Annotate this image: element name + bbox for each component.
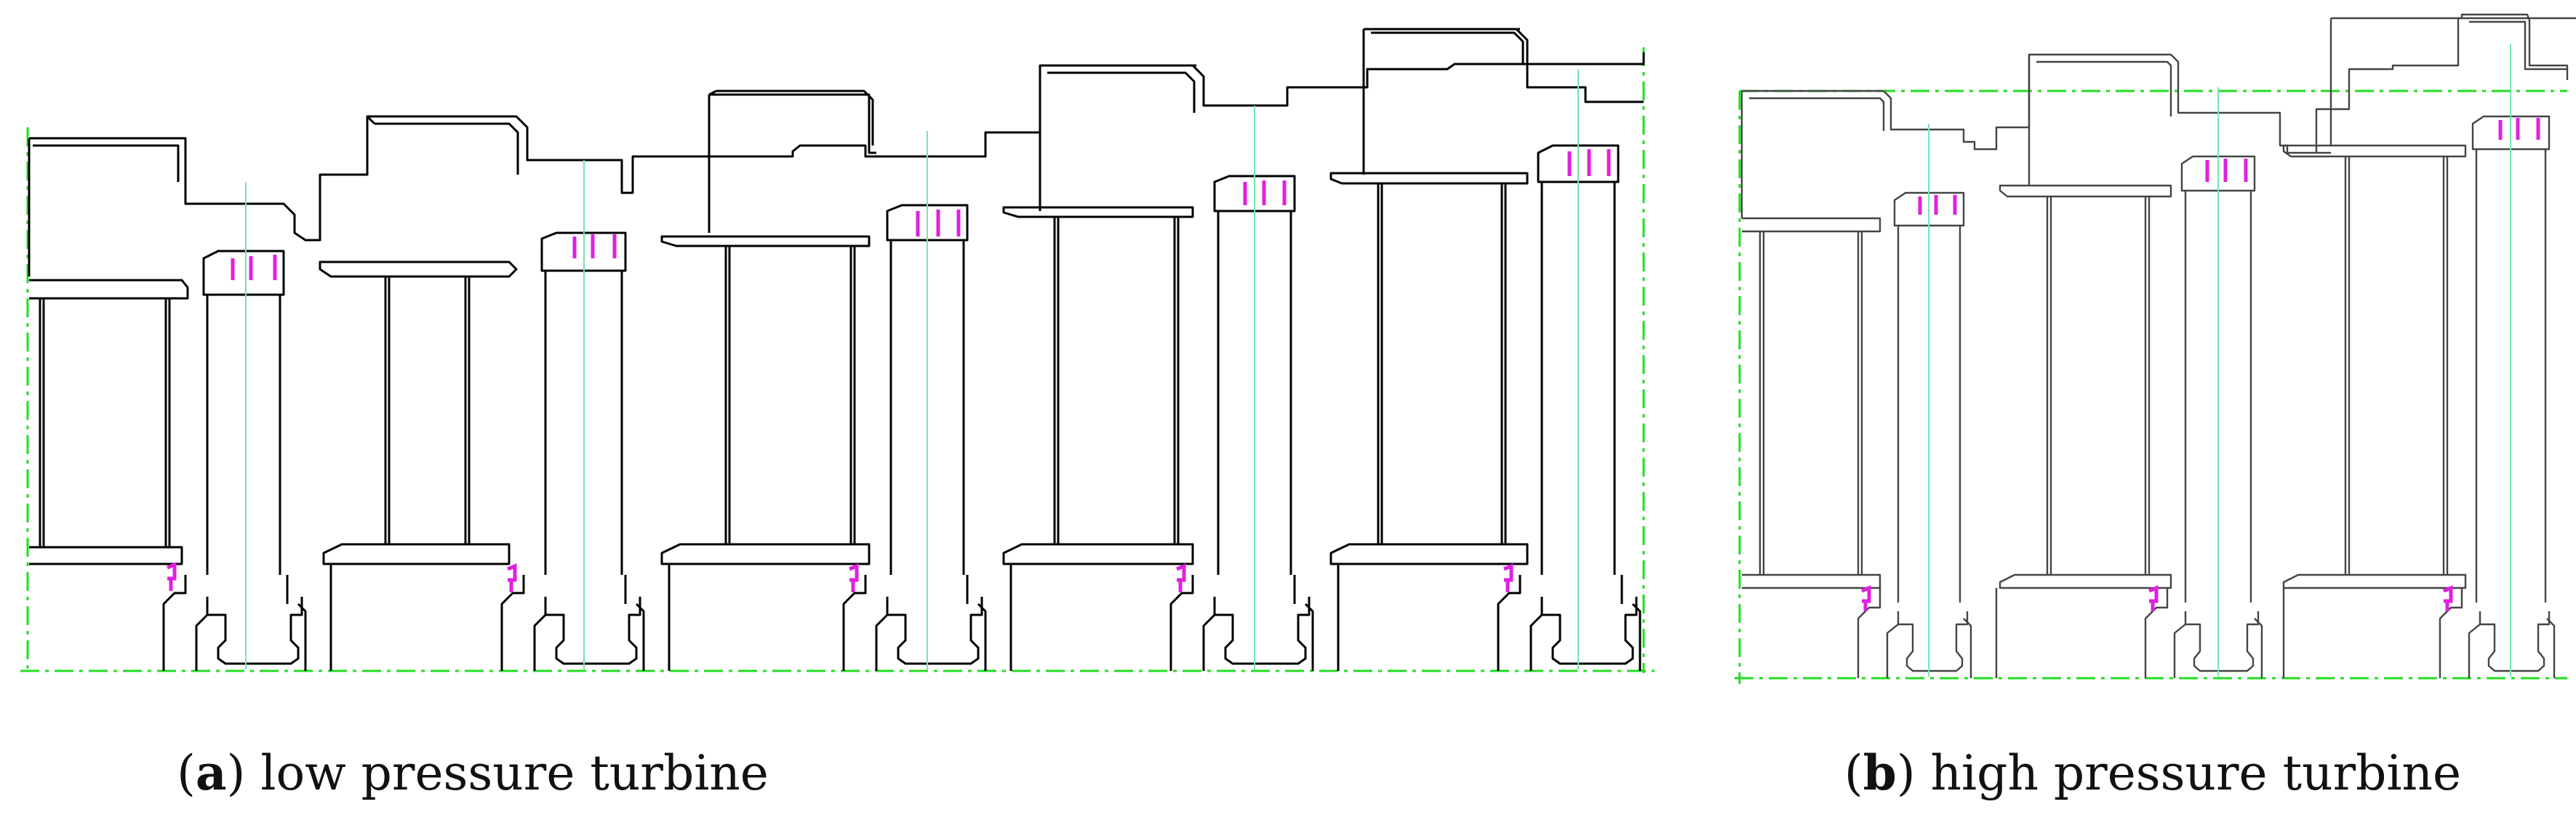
rotor-shroud-outline-b (1742, 17, 2576, 154)
boundary-lines-a (20, 47, 1655, 673)
rotor-shroud-outline-a (29, 52, 1645, 242)
boundary-lines-b (1735, 90, 2567, 684)
casing-blocks-b (1740, 13, 2569, 218)
stator-vanes-a (39, 183, 1507, 547)
stage-casing-upper-b (2316, 18, 2332, 154)
rotor-disks-a (162, 564, 1641, 671)
caption-b-letter: b (1863, 744, 1897, 801)
labyrinth-seals-a (167, 149, 1611, 592)
casing-inner-b (1749, 20, 2567, 131)
nozzle-platforms-a (29, 172, 1529, 565)
caption-a-letter: a (196, 744, 227, 801)
nozzle-platforms-b (1742, 144, 2467, 589)
rotor-blades-a (202, 144, 1620, 575)
stator-vanes-b (1759, 156, 2449, 575)
rotor-disks-b (1857, 588, 2556, 678)
panel-low-pressure-turbine: (a) low pressure turbine (20, 28, 1655, 801)
nozzle-casing-inner-a (33, 31, 1524, 182)
stage-casing-blocks-a (28, 28, 1644, 277)
rotor-blades-b (1893, 115, 2551, 603)
caption-a-text: low pressure turbine (260, 745, 769, 801)
labyrinth-seals-b (1861, 118, 2540, 611)
caption-b-text: high pressure turbine (1931, 745, 2462, 801)
caption-a: (a) low pressure turbine (177, 744, 769, 801)
blade-centerlines-b (1928, 44, 2511, 677)
blade-centerlines-a (245, 69, 1579, 669)
casing-upper-steps-a (709, 28, 1520, 154)
caption-b: (b) high pressure turbine (1844, 744, 2461, 801)
panel-high-pressure-turbine: (b) high pressure turbine (1735, 13, 2576, 801)
